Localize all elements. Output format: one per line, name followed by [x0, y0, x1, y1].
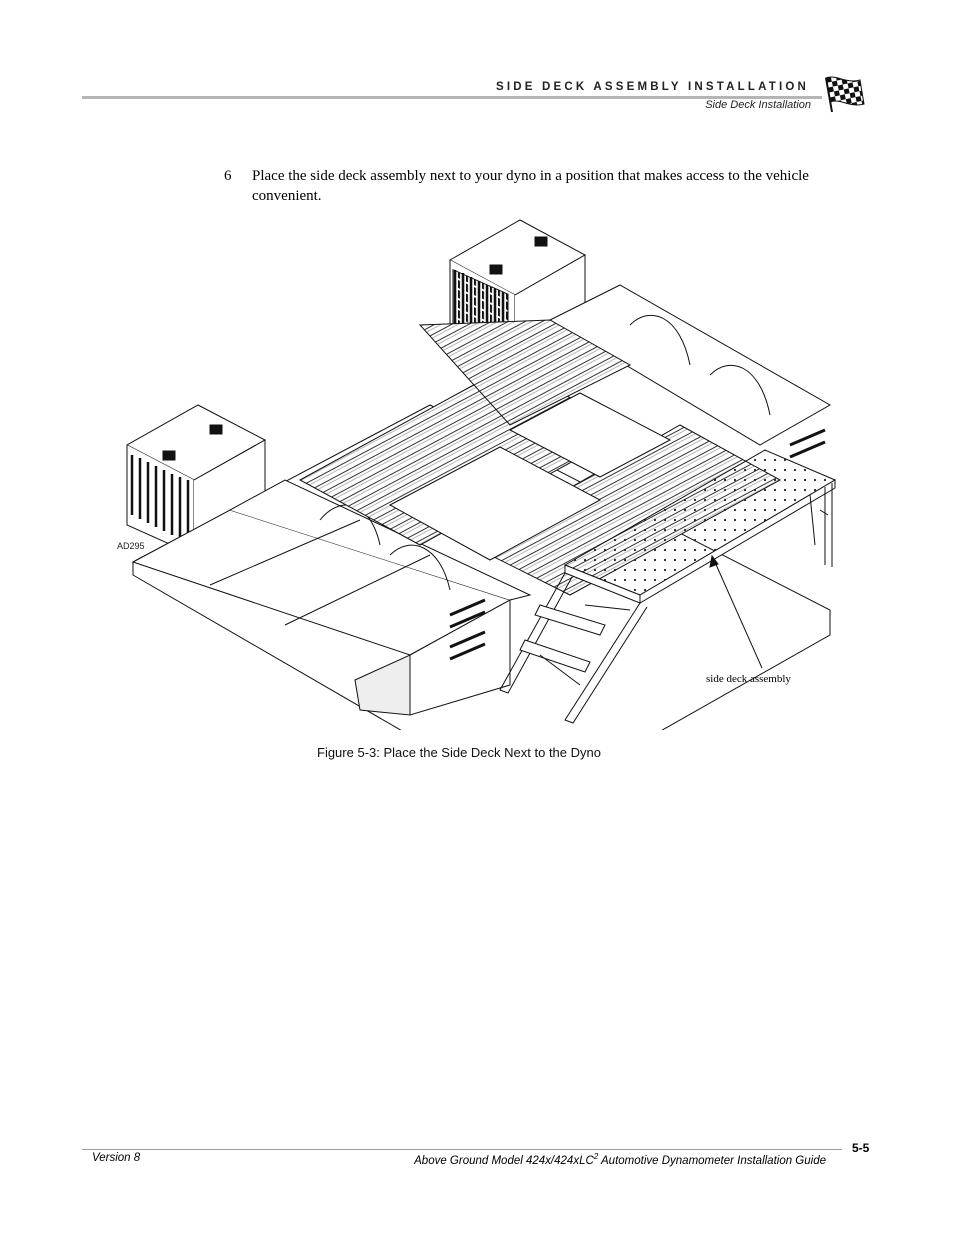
- guide-title: Above Ground Model 424x/424xLC2 Automoti…: [414, 1152, 826, 1167]
- figure-code: AD295: [117, 541, 145, 551]
- step-number: 6: [224, 168, 232, 184]
- dyno-side-deck-illustration: [125, 219, 837, 730]
- callout-side-deck: side deck assembly: [706, 673, 791, 685]
- guide-title-prefix: Above Ground Model 424x/424xLC: [414, 1154, 594, 1167]
- guide-title-suffix: Automotive Dynamometer Installation Guid…: [598, 1154, 826, 1167]
- subsection-title: Side Deck Installation: [705, 99, 811, 111]
- page-number: 5-5: [852, 1141, 870, 1155]
- footer-divider: [82, 1149, 842, 1150]
- section-title: SIDE DECK ASSEMBLY INSTALLATION: [495, 81, 809, 93]
- checkered-flag-icon: [825, 76, 865, 113]
- version-label: Version 8: [92, 1152, 141, 1164]
- header-divider: [82, 96, 822, 99]
- guide-title-sup: 2: [593, 1152, 599, 1161]
- figure-caption: Figure 5-3: Place the Side Deck Next to …: [317, 745, 601, 760]
- step-text: Place the side deck assembly next to you…: [252, 168, 809, 204]
